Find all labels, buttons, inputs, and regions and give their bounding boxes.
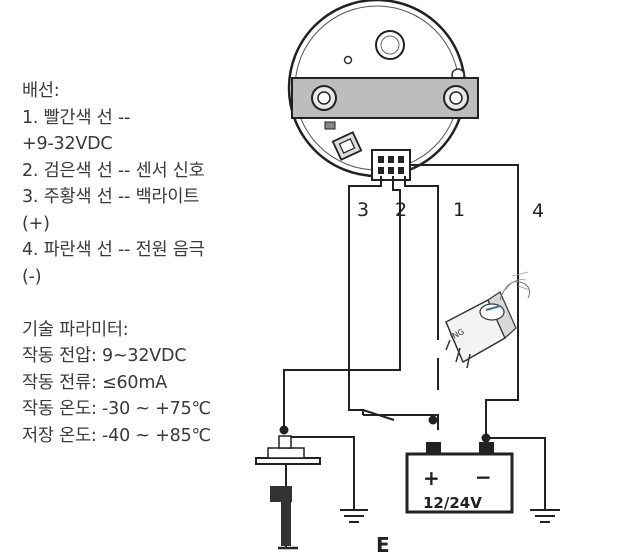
wire-label-3: 3: [357, 199, 369, 221]
ground-symbol-icon: [340, 509, 368, 523]
parameter-line: 작동 전압: 9~32VDC: [22, 346, 187, 366]
wiring-line: +9-32VDC: [22, 134, 113, 154]
wiring-line: 2. 검은색 선 -- 센서 신호: [22, 160, 205, 181]
wiring-line: 4. 파란색 선 -- 전원 음극: [22, 240, 205, 260]
ground-symbol-icon: [530, 509, 560, 523]
junction-dot: [428, 415, 438, 425]
junction-dot: [481, 433, 491, 443]
wire-label-2: 2: [395, 199, 407, 221]
wire-label-4: 4: [532, 200, 544, 222]
light-socket: [375, 30, 405, 60]
battery-voltage-label: 12/24V: [423, 494, 482, 512]
parameter-line: 저장 온도: -40 ~ +85℃: [22, 425, 211, 446]
battery-icon: + − 12/24V: [405, 442, 514, 514]
parameters-title: 기술 파라미터:: [22, 319, 129, 340]
wires: [283, 164, 546, 510]
wiring-line: 3. 주황색 선 -- 백라이트: [22, 187, 200, 207]
battery-plus-sign: +: [423, 466, 440, 490]
gauge-back: [287, 0, 479, 181]
wire-label-1: 1: [453, 199, 465, 221]
wiring-title: 배선:: [22, 81, 60, 101]
ground-label: E: [376, 533, 390, 555]
wiring-line: (+): [22, 213, 50, 234]
parameter-line: 작동 온도: -30 ~ +75℃: [22, 399, 211, 419]
parameter-line: 작동 전류: ≤60mA: [22, 372, 167, 393]
spec-text-panel: 배선: 1. 빨간색 선 -- +9-32VDC 2. 검은색 선 -- 센서 …: [22, 78, 272, 449]
wiring-line: (-): [22, 266, 42, 287]
ignition-switch-icon: ING: [445, 271, 531, 369]
junction-dot: [279, 425, 289, 435]
wiring-line: 1. 빨간색 선 --: [22, 107, 131, 128]
sensor-sender-icon: [255, 435, 321, 550]
wire-connector: [371, 149, 411, 181]
battery-minus-sign: −: [475, 465, 492, 489]
